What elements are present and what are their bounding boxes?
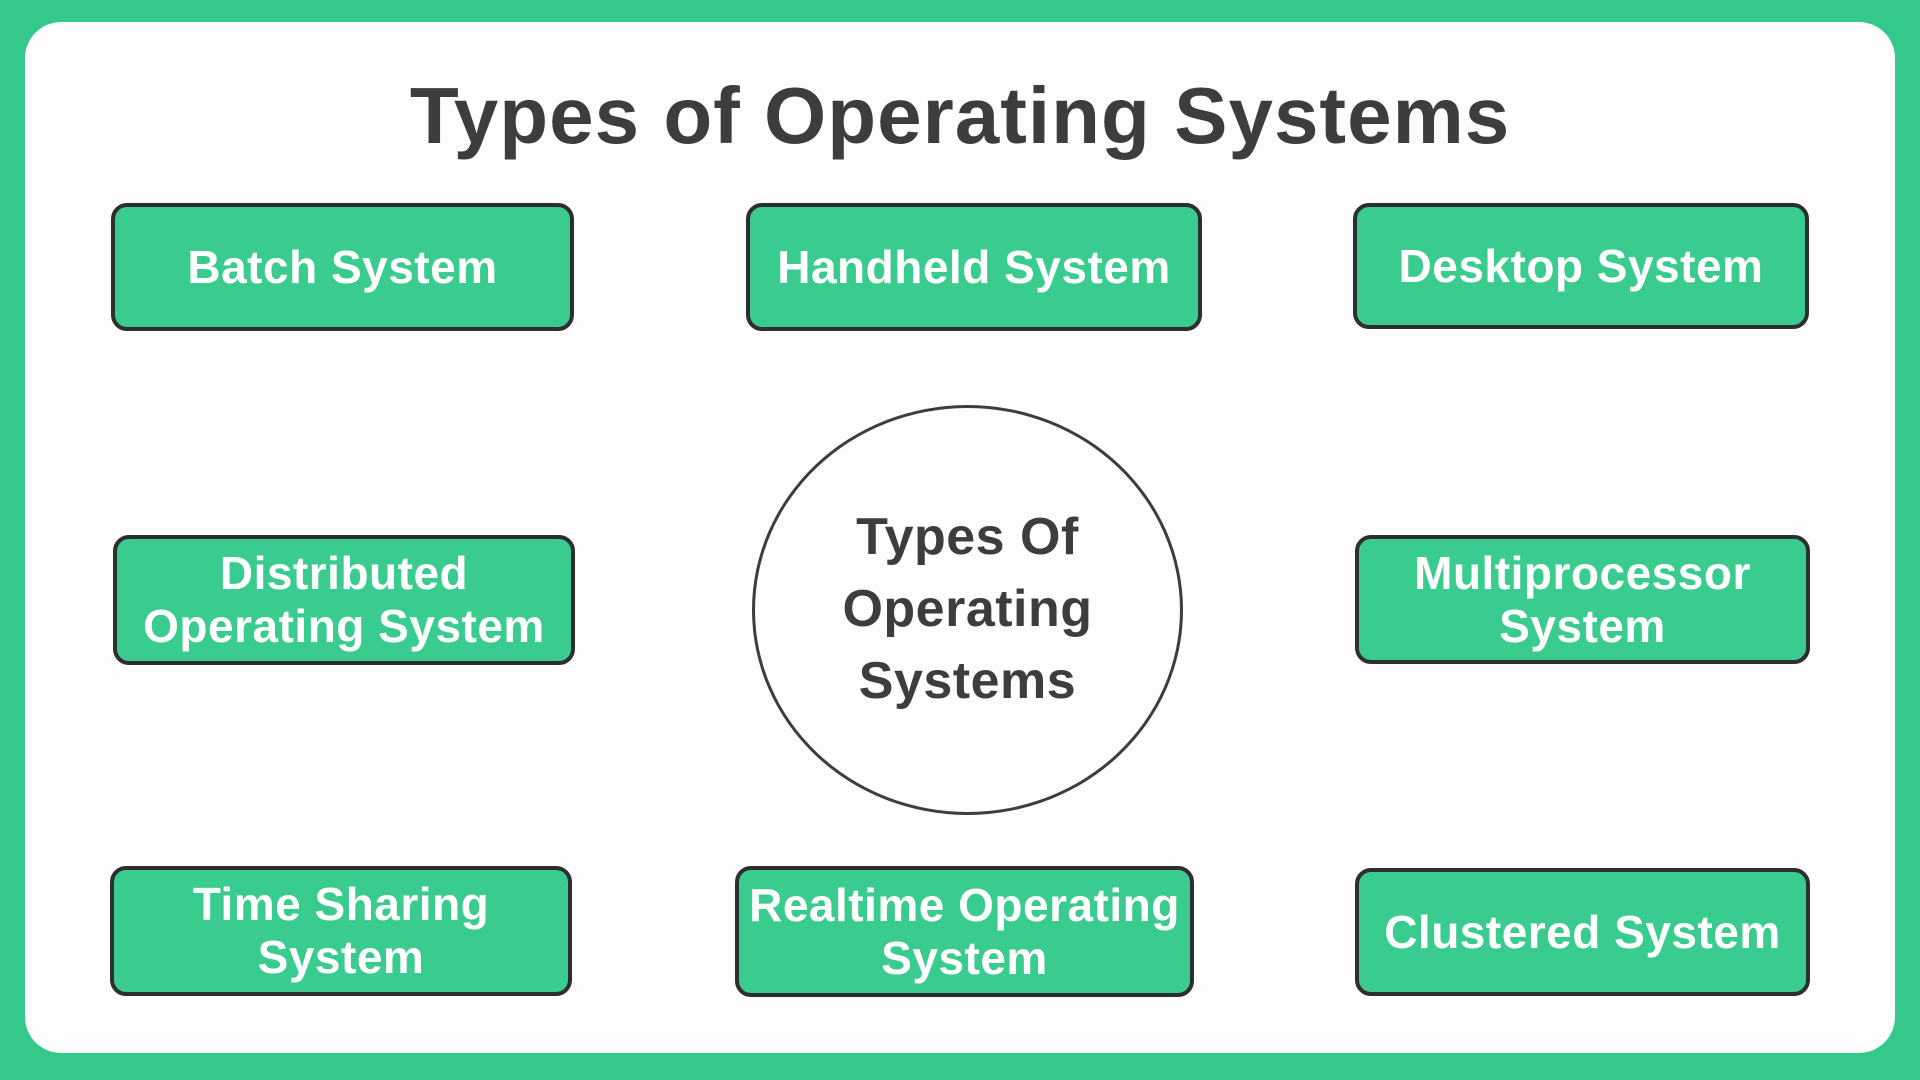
page-title: Types of Operating Systems	[409, 71, 1511, 160]
diagram-panel: Types of Operating Systems Batch System …	[25, 22, 1895, 1053]
node-batch-system: Batch System	[111, 203, 574, 331]
node-realtime-operating-system: Realtime Operating System	[735, 866, 1194, 997]
node-clustered-system: Clustered System	[1355, 868, 1810, 996]
node-desktop-system: Desktop System	[1353, 203, 1809, 329]
node-multiprocessor-system: Multiprocessor System	[1355, 535, 1810, 664]
center-circle: Types Of Operating Systems	[752, 405, 1183, 815]
node-handheld-system: Handheld System	[746, 203, 1202, 331]
node-time-sharing-system: Time Sharing System	[110, 866, 572, 996]
node-distributed-operating-system: Distributed Operating System	[113, 535, 575, 665]
